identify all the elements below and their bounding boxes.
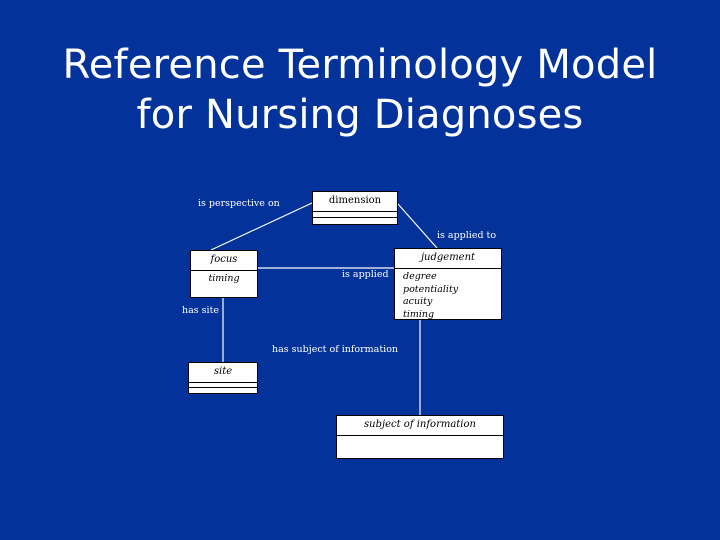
connector-is-applied-to [397, 203, 438, 249]
uml-attribute-compartment: timing [191, 270, 257, 288]
uml-class-site[interactable]: site [188, 362, 258, 394]
uml-attribute-compartment: degree potentiality acuity timing [395, 268, 501, 323]
assoc-label-has-subject-of-information: has subject of information [272, 344, 399, 355]
uml-attribute: degree [403, 271, 437, 282]
uml-class-name: site [213, 366, 233, 377]
uml-operation-compartment [313, 217, 397, 225]
assoc-label-is-perspective-on: is perspective on [198, 198, 280, 209]
uml-class-name: subject of information [364, 419, 476, 430]
uml-class-subject-of-information[interactable]: subject of information [336, 415, 504, 459]
uml-attribute: timing [208, 273, 240, 284]
uml-attribute-compartment [189, 382, 257, 387]
assoc-label-has-site: has site [182, 305, 220, 316]
uml-class-dimension[interactable]: dimension [312, 191, 398, 225]
uml-class-name: dimension [328, 195, 382, 206]
uml-attribute-compartment [313, 211, 397, 217]
uml-class-judgement[interactable]: judgement degree potentiality acuity tim… [394, 248, 502, 320]
uml-operation-compartment [189, 387, 257, 394]
uml-attribute: acuity [403, 296, 433, 307]
page-title: Reference Terminology Model for Nursing … [62, 42, 658, 138]
uml-attribute-compartment [337, 435, 503, 457]
uml-class-focus[interactable]: focus timing [190, 250, 258, 298]
uml-class-name: focus [210, 254, 238, 265]
uml-attribute: potentiality [403, 283, 459, 295]
uml-attribute: timing [403, 308, 435, 320]
assoc-label-is-applied: is applied [342, 269, 389, 280]
assoc-label-is-applied-to: is applied to [437, 230, 497, 241]
uml-class-name: judgement [420, 252, 476, 263]
connector-is-perspective-on [210, 202, 313, 251]
